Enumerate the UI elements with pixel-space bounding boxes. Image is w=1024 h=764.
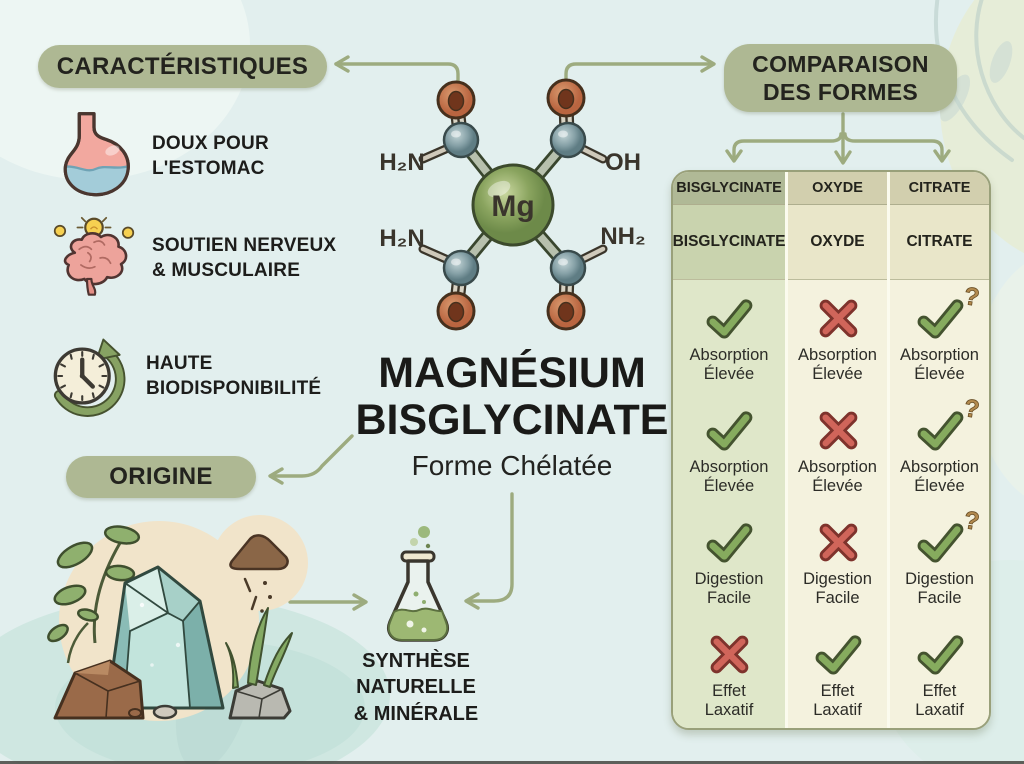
stomach-icon [46, 110, 142, 202]
check-icon [706, 523, 753, 563]
comparison-header-line1: COMPARAISON [752, 50, 929, 77]
cross-icon [819, 299, 857, 338]
feature-nerve-muscle: SOUTIEN NERVEUX & MUSCULAIRE [46, 210, 336, 306]
page-title: MAGNÉSIUM BISGLYCINATE Forme Chélatée [355, 349, 669, 482]
mark-icon: ? [915, 394, 982, 453]
comparison-table: BISGLYCINATE BISGLYCINATE ? AbsorptionÉl… [671, 170, 991, 730]
column-bisglycinate: BISGLYCINATE BISGLYCINATE ? AbsorptionÉl… [673, 172, 785, 728]
mark-icon: ? [704, 409, 754, 453]
mark-icon: ? [704, 521, 754, 565]
column-subheader: CITRATE [890, 205, 989, 280]
column-subheader: BISGLYCINATE [673, 205, 785, 280]
comparison-header-line2: DES FORMES [762, 79, 919, 105]
feature-label: HAUTE BIODISPONIBILITÉ [146, 352, 322, 399]
check-icon [706, 299, 753, 339]
feature-gentle-stomach: DOUX POUR L'ESTOMAC [46, 110, 269, 202]
feature-label: SOUTIEN NERVEUX & MUSCULAIRE [152, 234, 337, 281]
check-icon [917, 523, 963, 563]
title-line1: MAGNÉSIUM [378, 349, 646, 397]
feature-bioavailability: HAUTE BIODISPONIBILITÉ [40, 328, 321, 424]
magnesium-atom: Mg [471, 163, 555, 247]
check-icon [917, 411, 963, 451]
synthesis-label: SYNTHÈSE NATURELLE & MINÉRALE [353, 650, 479, 725]
check-icon [917, 635, 963, 675]
feature-label: DOUX POUR L'ESTOMAC [152, 132, 269, 179]
mark-icon: ? [813, 521, 863, 565]
flask-icon [387, 526, 449, 642]
check-icon [917, 299, 963, 339]
check-icon [706, 411, 753, 451]
question-mark-icon: ? [962, 505, 982, 537]
characteristics-header: CARACTÉRISTIQUES [38, 45, 327, 88]
mark-icon: ? [704, 297, 754, 341]
column-header: BISGLYCINATE [673, 172, 785, 205]
carbon-atoms [442, 121, 587, 287]
question-mark-icon: ? [962, 281, 982, 313]
column-subheader: OXYDE [788, 205, 887, 280]
h2n-label-bottom: H₂N [379, 225, 424, 252]
cross-icon [710, 635, 749, 674]
cross-icon [819, 411, 857, 450]
mark-icon: ? [915, 633, 965, 677]
molecule-diagram: Mg H₂N OH H₂N NH₂ [379, 78, 646, 331]
question-mark-icon: ? [962, 393, 982, 425]
oh-label: OH [605, 149, 641, 176]
h2n-label-top: H₂N [379, 149, 424, 176]
check-icon [815, 635, 861, 675]
characteristics-header-label: CARACTÉRISTIQUES [56, 52, 309, 80]
title-line2: BISGLYCINATE [355, 396, 669, 445]
mark-icon: ? [915, 282, 982, 341]
origin-header-label: ORIGINE [109, 463, 213, 490]
mark-icon: ? [813, 297, 863, 341]
mark-icon: ? [915, 506, 982, 565]
comparison-header: COMPARAISON DES FORMES [724, 44, 957, 112]
origin-header: ORIGINE [66, 456, 256, 498]
mark-icon: ? [813, 633, 863, 677]
clock-icon [40, 328, 136, 424]
mark-icon: ? [704, 633, 754, 677]
title-subtitle: Forme Chélatée [411, 449, 613, 481]
brain-icon [46, 210, 142, 306]
cross-icon [819, 523, 857, 562]
bottom-edge-line [0, 761, 1024, 764]
column-header: CITRATE [890, 172, 989, 205]
nh2-label: NH₂ [600, 223, 645, 250]
minerals-plants-illustration [47, 515, 308, 721]
mark-icon: ? [813, 409, 863, 453]
column-header: OXYDE [788, 172, 887, 205]
mg-label: Mg [491, 190, 534, 223]
oxygen-atoms [436, 78, 586, 331]
